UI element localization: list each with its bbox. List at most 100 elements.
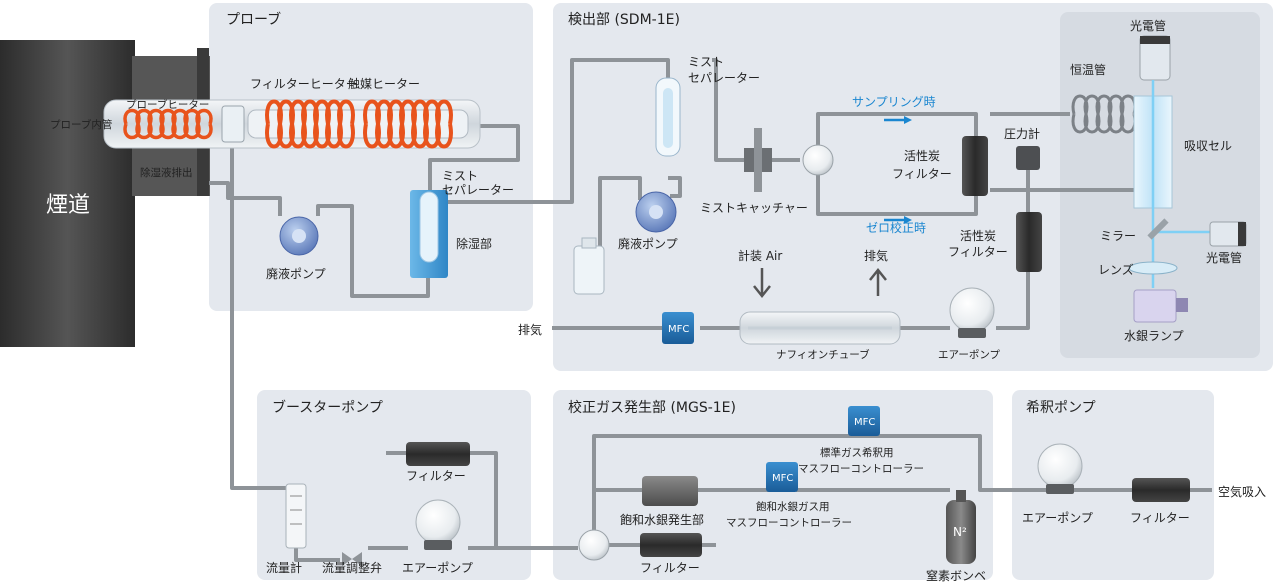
mist-separator-2 [655, 77, 681, 157]
zero-cal-label: ゼロ校正時 [866, 220, 926, 235]
exhaust-up-label: 排気 [864, 248, 888, 263]
flue-duct [0, 40, 210, 347]
probe-heater-label: プローブヒーター [126, 98, 209, 111]
dehumidifier [410, 190, 448, 278]
photo-tube-right-label: 光電管 [1206, 250, 1242, 265]
std-mfc-line2: マスフローコントローラー [798, 463, 924, 475]
mirror-icon [1147, 218, 1169, 240]
booster-filter [406, 442, 470, 466]
mist-separator-1-line2: セパレーター [442, 183, 514, 197]
dehumidifier-label: 除湿部 [456, 236, 492, 251]
probe-inner-tube-label: プローブ内管 [50, 118, 112, 131]
ac-filter-2-line2: フィルター [948, 245, 1008, 259]
sampling-label: サンプリング時 [852, 95, 936, 109]
section-title-booster: ブースターポンプ [272, 399, 383, 416]
panel-booster [257, 390, 531, 580]
thermo-tube-coil [1071, 94, 1137, 134]
waste-pump-2-label: 廃液ポンプ [618, 236, 678, 251]
zero-arrowhead-icon [904, 216, 912, 224]
absorption-cell [1133, 80, 1212, 288]
pressure-gauge-label: 圧力計 [1004, 126, 1040, 141]
panel-probe [209, 3, 533, 311]
photo-tube-right [1209, 221, 1247, 247]
flowmeter [285, 483, 307, 549]
dilution-pump [1037, 443, 1083, 494]
mfc-std: MFC [848, 406, 880, 436]
inst-air-arrow-icon [753, 268, 771, 299]
cal-filter-label: フィルター [640, 561, 700, 575]
n2-cylinder: N² [946, 490, 976, 564]
lens-icon [1128, 261, 1178, 275]
std-mfc-line1: 標準ガス希釈用 [820, 446, 894, 459]
sat-mfc-line2: マスフローコントローラー [726, 517, 852, 529]
cal-filter [640, 533, 702, 557]
mist-separator-2-line1: ミスト [688, 55, 724, 69]
nafion-label: ナフィオンチューブ [776, 348, 870, 361]
ac-filter-1 [962, 136, 988, 196]
section-title-calibration: 校正ガス発生部 (MGS-1E) [568, 399, 736, 416]
air-pump-detector [949, 287, 995, 338]
n2-mark: N² [953, 525, 967, 539]
photo-tube-top-label: 光電管 [1130, 18, 1166, 33]
booster-filter-label: フィルター [406, 469, 466, 483]
air-pump-detector-label: エアーポンプ [938, 349, 1001, 361]
n2-cylinder-label: 窒素ボンベ [926, 568, 986, 583]
mixing-valve [578, 529, 610, 561]
ac-filter-1-line1: 活性炭 [904, 149, 940, 163]
waste-pump-2 [635, 191, 677, 233]
sat-mfc-line1: 飽和水銀ガス用 [756, 500, 830, 513]
abs-cell-label: 吸収セル [1184, 139, 1232, 153]
ac-filter-2-line1: 活性炭 [960, 229, 996, 243]
mist-catcher-label: ミストキャッチャー [700, 201, 808, 215]
booster-pump-label: エアーポンプ [402, 561, 473, 575]
waste-pump-1 [279, 216, 319, 256]
dilution-pump-label: エアーポンプ [1022, 511, 1093, 525]
ac-filter-2 [1016, 212, 1042, 272]
mist-catcher [744, 128, 772, 192]
probe-heater-coil [123, 108, 213, 140]
flue-label: 煙道 [46, 193, 90, 218]
section-title-detector: 検出部 (SDM-1E) [568, 12, 680, 28]
sat-hg-generator [642, 476, 698, 506]
mfc-exhaust: MFC [662, 312, 694, 344]
mfc-sat-text: MFC [772, 473, 793, 484]
panel-dilution [1012, 390, 1214, 580]
exhaust-up-arrow-icon [869, 267, 887, 296]
photo-tube-top [1139, 35, 1171, 81]
catalyst-heater-label: 触媒ヒーター [348, 77, 420, 91]
dehumid-drain-label: 除湿液排出 [140, 166, 193, 179]
mist-separator-1-line1: ミスト [442, 169, 478, 183]
ac-filter-1-line2: フィルター [892, 167, 952, 181]
mfc-exhaust-text: MFC [668, 324, 689, 335]
three-way-valve [802, 144, 834, 176]
hg-lamp-label: 水銀ランプ [1124, 329, 1184, 343]
filter-heater-coil [265, 99, 355, 149]
inst-air-label: 計装 Air [738, 248, 782, 263]
waste-pump-1-label: 廃液ポンプ [266, 266, 326, 281]
booster-pump [415, 499, 461, 550]
flowmeter-label: 流量計 [266, 560, 302, 575]
flow-valve-label: 流量調整弁 [322, 560, 382, 575]
mirror-label: ミラー [1100, 229, 1136, 243]
dilution-filter-label: フィルター [1130, 511, 1190, 525]
thermo-tube-label: 恒温管 [1070, 62, 1106, 77]
sampling-arrowhead-icon [904, 116, 912, 124]
flow-valve-icon [342, 552, 362, 566]
dilution-filter [1132, 478, 1190, 502]
catalyst-heater-coil [363, 99, 453, 149]
waste-bottle [573, 237, 605, 295]
section-title-dilution: 希釈ポンプ [1026, 400, 1096, 416]
filter-heater-label: フィルターヒーター [250, 77, 358, 91]
exhaust-left-label: 排気 [518, 322, 542, 337]
mist-separator-2-line2: セパレーター [688, 71, 760, 85]
lens-label: レンズ [1098, 262, 1134, 277]
pipe-network [209, 58, 1212, 562]
pressure-gauge [1016, 146, 1040, 170]
mfc-std-text: MFC [854, 417, 875, 428]
section-title-probe: プローブ [226, 11, 281, 28]
mfc-sat: MFC [766, 462, 798, 492]
nafion-tube [739, 311, 901, 345]
sat-hg-gen-label: 飽和水銀発生部 [620, 512, 704, 527]
mercury-lamp [1133, 289, 1188, 323]
